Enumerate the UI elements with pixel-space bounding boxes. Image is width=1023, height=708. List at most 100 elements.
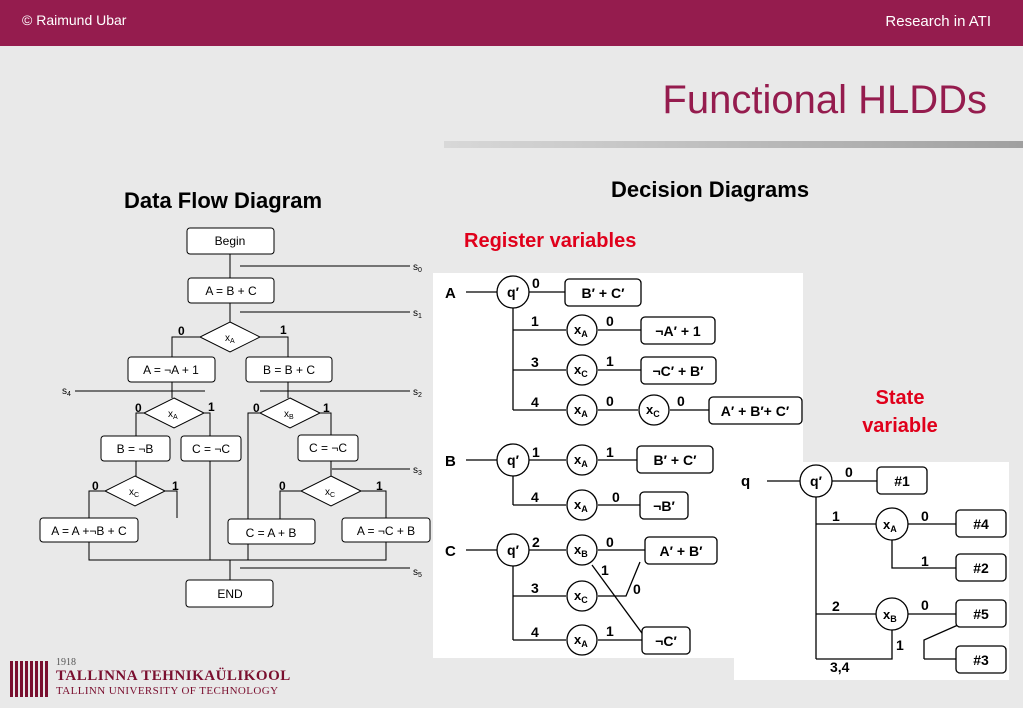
flow-b-bc-text: B = B + C [263,363,315,377]
dd-c-xb-sub: B [581,549,588,559]
dd-c-term-1 [644,536,718,565]
dd-q-term-5 [955,599,1007,628]
flow-a-a-not-b-c-text: A = A +¬B + C [51,524,127,538]
dd-q-term-1-text: #1 [894,473,910,489]
flow-decision-xc-left [103,475,167,507]
dd-a-term-4 [708,396,803,425]
flow-c-ab-text: C = A + B [246,526,297,540]
flow-xb-label: xB [284,409,294,421]
dd-c-term-2 [641,626,691,655]
flow-s4-s: s [62,386,67,397]
dd-q-q-label: q′ [810,473,823,489]
dd-c-xa-e1: 1 [606,623,614,639]
logo-name: TALLINNA TEHNIKAÜLIKOOL [56,668,291,684]
dd-c-xa-label: xA [574,632,588,649]
dd-c-xb-e0: 0 [606,534,614,550]
flow-xa-top-x: x [225,333,230,344]
dd-q-term-1 [876,466,928,495]
dd-c-xa-sub: A [581,639,588,649]
flow-edge-1-d: 1 [172,479,179,493]
dd-a-xa-2-sub: A [581,409,588,419]
flow-s1-sub: 1 [418,313,422,320]
dd-q-e0: 0 [845,464,853,480]
dd-q-e1: 1 [832,508,840,524]
flow-edge-0-d: 0 [92,479,99,493]
flow-s0-sub: 0 [418,267,422,274]
dd-a-xc-x: x [574,362,582,377]
state-label-line1: State [875,387,925,409]
page-title: Functional HLDDs [662,78,987,122]
flow-decision-xa-left [142,397,206,429]
flow-box-a-not-c-b [341,517,431,543]
dd-c-xb-label: xB [574,542,588,559]
flow-c-not-c-left-text: C = ¬C [192,442,230,456]
dd-c-xc-node [566,580,598,612]
flow-c-not-c-right-text: C = ¬C [309,441,347,455]
flow-s5-s: s [413,567,418,578]
flow-s5-sub: 5 [418,572,422,579]
dd-q-xa-e0: 0 [921,508,929,524]
flow-box-a-bc [187,277,275,304]
dd-a-xc-2-sub: C [653,409,660,419]
flow-begin-text: Begin [215,234,246,248]
dd-a-xc-e1: 1 [606,353,614,369]
flow-xc-right-x: x [325,487,330,498]
dd-a-xa-2-x: x [574,402,582,417]
flow-xc-right-label: xC [325,487,335,499]
flow-s2-sub: 2 [418,392,422,399]
dd-a-xc-2-x: x [646,402,654,417]
flow-edge-1-c: 1 [323,401,330,415]
dd-c-xb-e1: 1 [601,562,609,578]
dd-b-xa-2-x: x [574,497,582,512]
flow-edge-0-a: 0 [178,324,185,338]
flow-box-b-bc [245,356,333,383]
dd-a-term-2-text: ¬A′ + 1 [655,323,701,339]
dd-a-term-2 [640,316,716,345]
copyright-text: © Raimund Ubar [22,12,127,28]
dd-b-xa-node-1 [566,444,598,476]
dd-c-e3: 3 [531,580,539,596]
flow-s4-sub: 4 [67,391,71,398]
flow-box-c-not-c-left [180,435,242,462]
logo-name-en: TALLINN UNIVERSITY OF TECHNOLOGY [56,685,279,697]
flow-box-c-not-c-right [297,434,359,462]
flow-s2-s: s [413,387,418,398]
flow-xa-left-sub: A [173,414,178,421]
flow-box-a-not-a1 [127,356,216,383]
dd-q-term-3 [955,645,1007,674]
flow-s0-label: s0 [413,262,422,274]
flow-s2-label: s2 [413,387,422,399]
flow-end-box [185,579,274,608]
dd-q-xa-label: xA [883,517,897,534]
dd-b-e4: 4 [531,489,539,505]
flow-xc-left-sub: C [134,492,139,499]
dd-q-term-4-text: #4 [973,516,989,532]
flow-s1-label: s1 [413,308,422,320]
dd-a-xc-label-2: xC [646,402,660,419]
logo-year: 1918 [56,657,76,668]
flow-xc-left-x: x [129,487,134,498]
flow-decision-xc-right [299,475,363,507]
dd-a-xa-e0: 0 [606,313,614,329]
dd-c-xc-x: x [574,588,582,603]
dd-b-xa2-e0: 0 [612,489,620,505]
flow-s1-s: s [413,308,418,319]
dd-a-term-1-text: B′ + C′ [582,285,626,301]
dd-q-xb-x: x [883,607,891,622]
flow-decision-xb [258,397,322,429]
data-flow-heading: Data Flow Diagram [124,188,323,213]
flow-xa-left-x: x [168,409,173,420]
flow-end-text: END [217,587,243,601]
dd-a-xc-sub: C [581,369,588,379]
dd-a-xc-node [566,354,598,386]
dd-a-q-label: q′ [507,284,520,300]
flow-xa-top-label: xA [225,333,235,345]
dd-b-xa-label-1: xA [574,452,588,469]
dd-var-q: q [741,473,750,490]
dd-q-term-4 [955,509,1007,538]
dd-q-term-3-text: #3 [973,652,989,668]
flow-a-not-c-b-text: A = ¬C + B [357,524,415,538]
dd-b-xa-2-sub: A [581,504,588,514]
state-label-line2: variable [862,415,938,437]
